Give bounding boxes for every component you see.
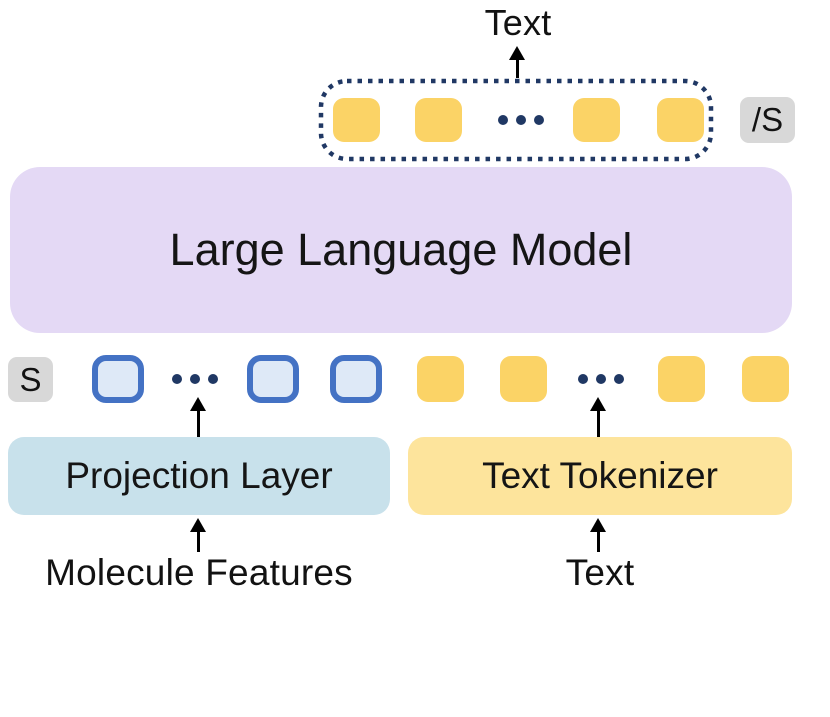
text-input-arrow-icon <box>589 518 607 552</box>
text-tokenizer-label: Text Tokenizer <box>482 455 718 496</box>
tokenizer-output-arrow-icon <box>589 397 607 437</box>
text-token <box>333 98 380 142</box>
text-token <box>657 98 704 142</box>
molecule-input-arrow-icon <box>189 518 207 552</box>
projection-output-arrow-icon <box>189 397 207 437</box>
text-token <box>573 98 620 142</box>
ellipsis-dots-icon <box>498 115 544 125</box>
text-token <box>417 356 464 402</box>
projection-layer-label: Projection Layer <box>65 455 333 496</box>
ellipsis-dots-icon <box>578 374 624 384</box>
text-token <box>742 356 789 402</box>
text-token <box>415 98 462 142</box>
ellipsis-dots-icon <box>172 374 218 384</box>
start-of-sequence-token: S <box>8 357 53 402</box>
output-text-label: Text <box>484 2 552 43</box>
text-tokenizer-box: Text Tokenizer <box>408 437 792 515</box>
output-sequence-outline <box>318 78 714 162</box>
projection-layer-box: Projection Layer <box>8 437 390 515</box>
output-arrow-icon <box>508 46 526 78</box>
text-token <box>658 356 705 402</box>
molecule-token <box>247 355 299 403</box>
llm-box-label: Large Language Model <box>169 224 633 275</box>
end-of-sequence-token: /S <box>740 97 795 143</box>
molecule-token <box>92 355 144 403</box>
text-token <box>500 356 547 402</box>
molecule-token <box>330 355 382 403</box>
molecule-features-label: Molecule Features <box>45 552 353 593</box>
input-text-label: Text <box>565 552 635 593</box>
llm-box: Large Language Model <box>10 167 792 333</box>
